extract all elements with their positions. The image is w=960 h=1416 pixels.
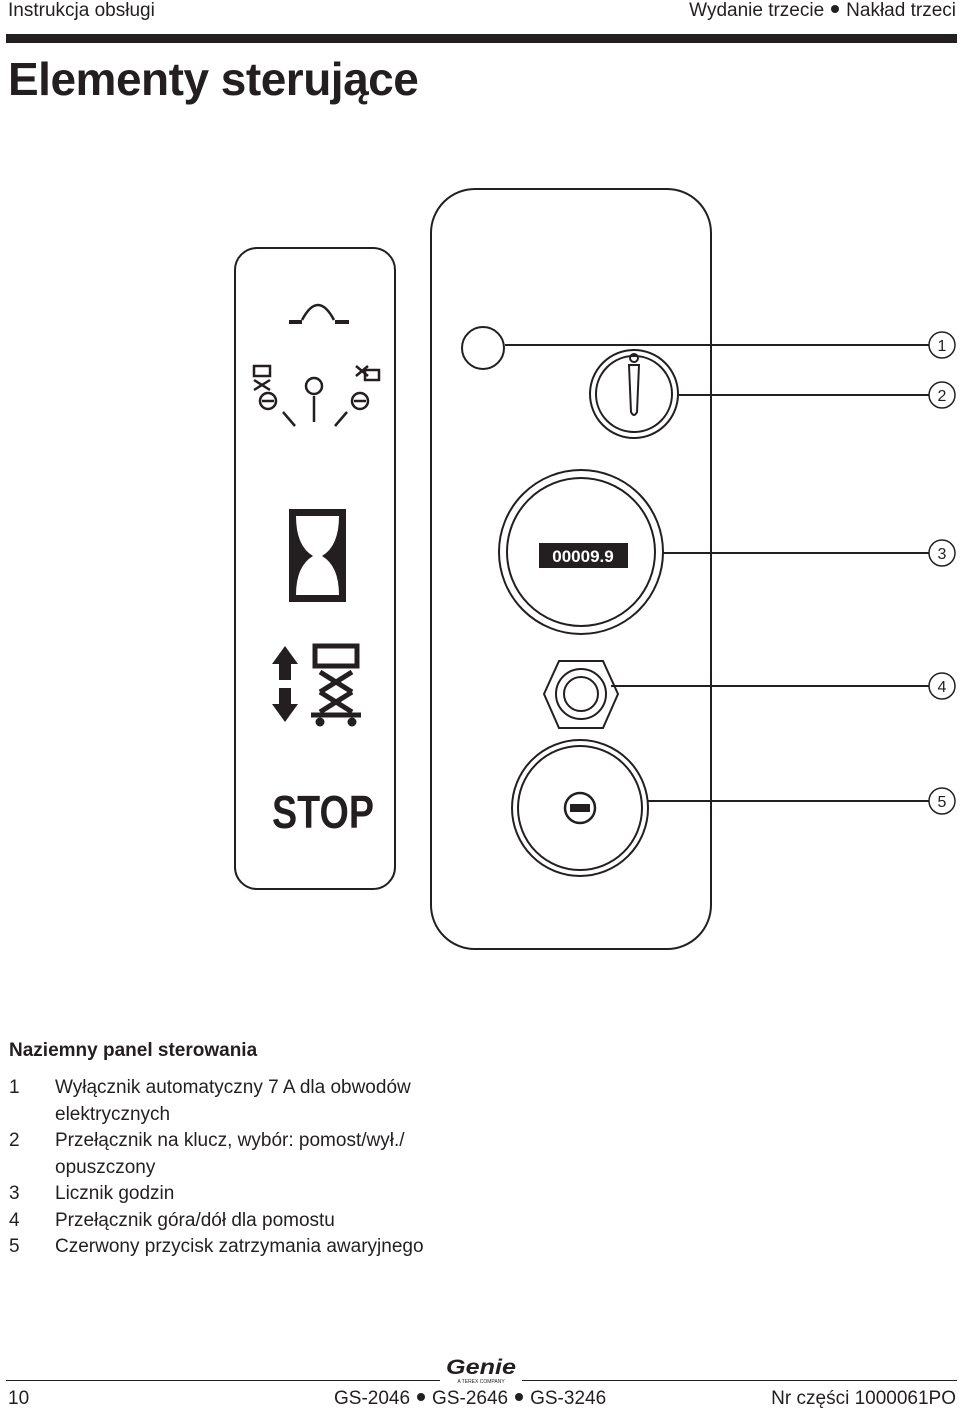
key-switch[interactable] bbox=[589, 349, 679, 439]
lift-toggle-switch[interactable] bbox=[542, 660, 620, 729]
lift-up-down-icon bbox=[272, 643, 361, 727]
legend-number: 5 bbox=[9, 1236, 20, 1257]
emergency-stop-button[interactable] bbox=[511, 739, 649, 877]
hourglass-icon bbox=[289, 509, 346, 602]
callout-2 bbox=[928, 381, 956, 409]
control-panel-figure: STOP 00009.9 bbox=[0, 180, 960, 960]
callout-4-label: 4 bbox=[938, 679, 947, 696]
legend-text: Licznik godzin bbox=[55, 1183, 175, 1204]
model-name: GS-2646 bbox=[432, 1388, 509, 1409]
bullet-dot bbox=[515, 1393, 524, 1402]
callout-5 bbox=[928, 787, 956, 815]
genie-logo-mark: Genie A TEREX COMPANY bbox=[446, 1356, 516, 1385]
legend-text: Przełącznik góra/dół dla pomostu bbox=[55, 1209, 335, 1231]
bullet-dot bbox=[831, 5, 840, 14]
legend-item: 2 Przełącznik na klucz, wybór: pomost/wył… bbox=[9, 1128, 489, 1181]
callout-1 bbox=[928, 331, 956, 359]
callout-4 bbox=[928, 672, 956, 700]
header-printing-text: Nakład trzeci bbox=[846, 0, 956, 21]
legend-number: 2 bbox=[9, 1130, 20, 1151]
genie-logo-text: Genie bbox=[446, 1356, 516, 1379]
legend-text: Wyłącznik automatyczny 7 A dla obwodów e… bbox=[55, 1077, 411, 1125]
legend-text: Przełącznik na klucz, wybór: pomost/wył.… bbox=[55, 1130, 405, 1178]
legend-number: 4 bbox=[9, 1209, 20, 1231]
decal-panel bbox=[234, 247, 396, 890]
part-number: Nr części 1000061PO bbox=[771, 1388, 956, 1409]
legend-number: 1 bbox=[9, 1077, 20, 1098]
callout-5-label: 5 bbox=[938, 794, 947, 811]
bullet-dot bbox=[417, 1393, 426, 1402]
caption-title: Naziemny panel sterowania bbox=[9, 1040, 258, 1061]
hour-meter-value: 00009.9 bbox=[552, 547, 613, 566]
header-edition-text: Wydanie trzecie bbox=[689, 0, 825, 21]
key-slot-icon bbox=[627, 364, 641, 416]
control-panel-body bbox=[430, 188, 712, 950]
key-position-icon bbox=[252, 303, 381, 427]
legend-item: 4 Przełącznik góra/dół dla pomostu bbox=[9, 1208, 489, 1235]
page-title: Elementy sterujące bbox=[8, 53, 419, 105]
stop-label: STOP bbox=[272, 786, 374, 838]
header-manual-title: Instrukcja obsługi bbox=[8, 0, 155, 21]
control-panel-drawing: STOP 00009.9 bbox=[234, 188, 956, 950]
model-name: GS-3246 bbox=[530, 1388, 607, 1409]
legend-item: 1 Wyłącznik automatyczny 7 A dla obwodów … bbox=[9, 1075, 489, 1128]
genie-logo-subtext: A TEREX COMPANY bbox=[457, 1379, 505, 1385]
legend-text: Czerwony przycisk zatrzymania awaryjnego bbox=[55, 1236, 424, 1257]
model-name: GS-2046 bbox=[334, 1388, 411, 1409]
model-list: GS-2046 GS-2646 GS-3246 bbox=[334, 1388, 606, 1410]
callout-1-label: 1 bbox=[938, 338, 947, 355]
legend-list: 1 Wyłącznik automatyczny 7 A dla obwodów … bbox=[9, 1075, 489, 1261]
callout-2-label: 2 bbox=[938, 388, 947, 405]
legend-number: 3 bbox=[9, 1183, 20, 1204]
circuit-breaker-button[interactable] bbox=[461, 326, 505, 370]
legend-item: 5 Czerwony przycisk zatrzymania awaryjneg… bbox=[9, 1234, 489, 1261]
legend-item: 3 Licznik godzin bbox=[9, 1181, 489, 1208]
page-number: 10 bbox=[8, 1388, 30, 1409]
header-rule bbox=[6, 34, 957, 43]
header-edition: Wydanie trzecie Nakład trzeci bbox=[689, 0, 956, 22]
genie-logo: Genie A TEREX COMPANY bbox=[440, 1356, 522, 1386]
callout-3 bbox=[928, 539, 956, 567]
callout-3-label: 3 bbox=[938, 546, 947, 563]
callout-lines bbox=[505, 344, 930, 802]
